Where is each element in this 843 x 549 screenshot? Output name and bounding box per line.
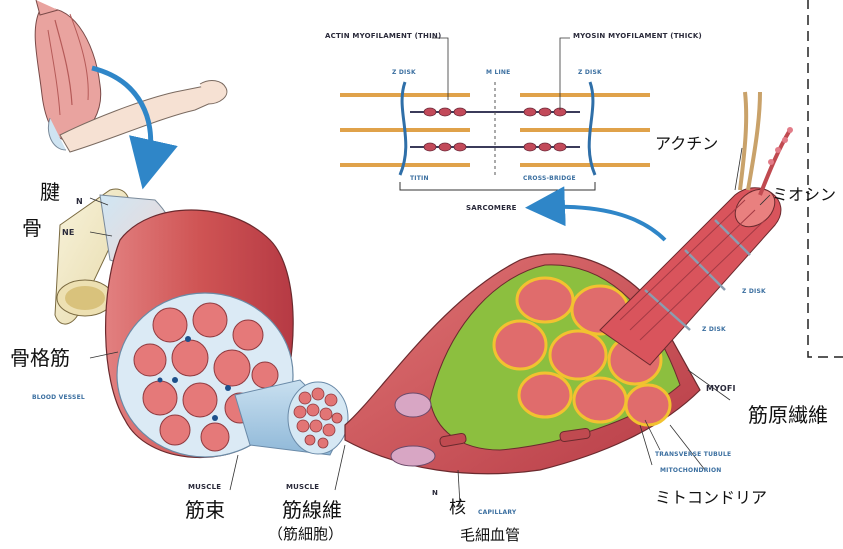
label-z-disk-a: Z DISK: [742, 289, 766, 295]
label-transverse-tubule: TRANSVERSE TUBULE: [655, 452, 731, 458]
label-muscle-fascicle: MUSCLE: [188, 484, 221, 491]
label-tendon: 腱: [40, 182, 60, 202]
label-capillary: 毛細血管: [460, 528, 520, 543]
inset-panel: [808, 0, 843, 357]
label-actin-myofilament: ACTIN MYOFILAMENT (THIN): [325, 33, 441, 40]
muscle-fiber-bundle: [235, 380, 348, 455]
label-sarcomere: SARCOMERE: [466, 205, 517, 212]
label-mitochondria: ミトコンドリア: [655, 490, 767, 506]
sarcomere-diagram: [340, 38, 650, 190]
label-tendon-cut: N: [76, 198, 83, 206]
label-muscle-cell: （筋細胞）: [268, 527, 343, 542]
label-m-line: M LINE: [486, 70, 510, 76]
label-myosin-myofilament: MYOSIN MYOFILAMENT (THICK): [573, 33, 702, 40]
label-fascicle: 筋束: [185, 500, 225, 520]
label-myofibril-cut: MYOFI: [706, 385, 736, 393]
label-mitochondrion: MITOCHONDRION: [660, 468, 722, 474]
label-z-disk-left: Z DISK: [392, 70, 416, 76]
label-z-disk-right: Z DISK: [578, 70, 602, 76]
actin-myosin-strands: [740, 92, 793, 195]
label-skeletal-muscle: 骨格筋: [10, 348, 70, 368]
label-nucleus-cut: N: [432, 490, 438, 497]
myofibril-cylinder: [600, 182, 782, 365]
label-actin: アクチン: [655, 136, 718, 152]
label-muscle-fiber-en: MUSCLE: [286, 484, 319, 491]
arm-illustration: [35, 0, 227, 152]
label-nucleus: 核: [449, 500, 466, 517]
curved-arrow-sarcomere: [545, 207, 665, 240]
label-muscle-fiber: 筋線維: [282, 500, 342, 520]
label-bone: 骨: [22, 218, 42, 238]
label-myosin: ミオシン: [772, 187, 836, 203]
label-titin: TITIN: [410, 176, 429, 182]
label-myofibril: 筋原繊維: [748, 405, 828, 425]
label-bone-cut: NE: [62, 229, 75, 237]
label-cross-bridge: CROSS-BRIDGE: [523, 176, 576, 182]
label-capillary-en: CAPILLARY: [478, 510, 516, 516]
label-z-disk-b: Z DISK: [702, 327, 726, 333]
label-blood-vessel: BLOOD VESSEL: [32, 395, 85, 401]
